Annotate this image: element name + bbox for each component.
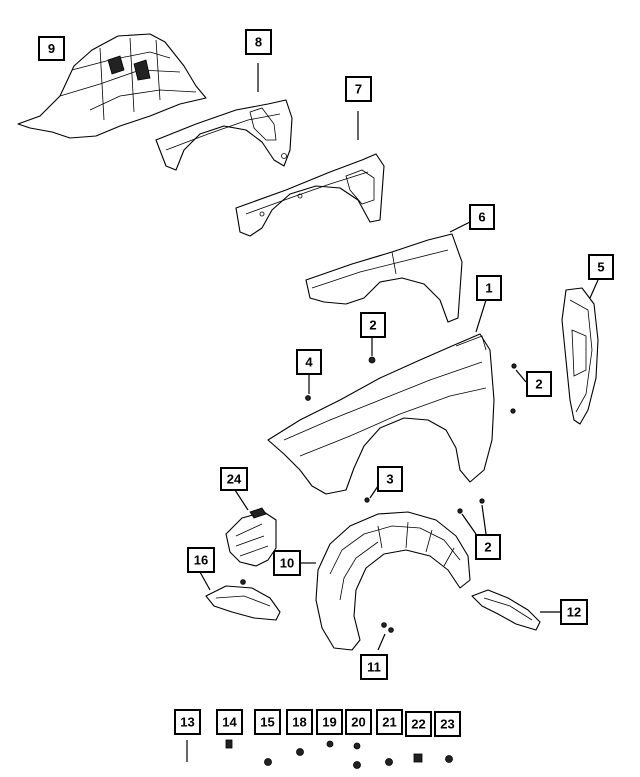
part-10-wheelhouse-liner[interactable] (315, 511, 471, 651)
callout-label-7: 7 (355, 82, 362, 97)
fastener-22[interactable] (413, 753, 423, 763)
fastener-15[interactable] (264, 758, 272, 766)
callout-label-22: 22 (411, 717, 425, 732)
leader-16 (199, 571, 211, 591)
callout-label-23: 23 (440, 717, 454, 732)
fastener-2-right-b[interactable] (510, 408, 516, 414)
callout-label-10: 10 (280, 556, 294, 571)
callout-label-2a: 2 (369, 318, 376, 333)
leader-6 (449, 221, 471, 233)
fastener-2-lower-b[interactable] (457, 508, 463, 514)
fastener-2-lower-a[interactable] (479, 498, 485, 504)
callout-box-21 (376, 709, 403, 735)
leader-2b (515, 369, 527, 383)
callout-box-12 (560, 599, 588, 625)
callout-box-5 (588, 254, 614, 280)
callout-box-20 (345, 709, 372, 735)
callout-box-2b (526, 371, 552, 397)
callout-box-24 (220, 467, 248, 491)
fastener-20-b[interactable] (353, 761, 361, 769)
callout-label-1: 1 (485, 281, 492, 296)
callout-box-19 (316, 709, 343, 735)
callout-label-18: 18 (292, 715, 306, 730)
part-7-lower-apron[interactable] (235, 153, 385, 237)
leader-11 (377, 633, 386, 651)
callout-box-9 (38, 36, 65, 61)
callout-label-4: 4 (305, 355, 313, 370)
callout-label-19: 19 (322, 715, 336, 730)
callout-box-10 (273, 550, 301, 576)
part-1-front-fender[interactable] (267, 333, 495, 495)
callout-box-8 (245, 29, 272, 55)
fastener-4[interactable] (305, 395, 311, 401)
callout-label-5: 5 (597, 260, 604, 275)
callout-label-13: 13 (180, 715, 194, 730)
callout-label-21: 21 (382, 715, 396, 730)
callout-box-22 (405, 711, 432, 737)
callout-label-6: 6 (478, 210, 485, 225)
callout-label-2b: 2 (535, 377, 542, 392)
callout-box-16 (187, 547, 215, 573)
fastener-11-a[interactable] (381, 622, 387, 628)
leader-2c (481, 504, 487, 535)
fastener-14[interactable] (225, 739, 233, 749)
part-9-inner-structure[interactable] (17, 33, 207, 139)
callout-label-3: 3 (386, 472, 393, 487)
callout-box-14 (216, 709, 243, 735)
callout-label-8: 8 (255, 35, 262, 50)
callout-label-11: 11 (367, 660, 381, 675)
part-6-fender-panel[interactable] (305, 233, 463, 323)
fastener-19[interactable] (326, 740, 334, 748)
callout-box-6 (469, 204, 495, 230)
fastener-2-right-a[interactable] (511, 363, 517, 369)
callout-box-2c (475, 534, 501, 560)
fastener-2-top[interactable] (368, 356, 376, 364)
callout-label-12: 12 (567, 605, 581, 620)
callout-label-24: 24 (227, 472, 242, 487)
callout-box-15 (254, 709, 281, 735)
part-5-side-shield[interactable] (561, 287, 599, 425)
callout-box-4 (296, 349, 322, 375)
fastener-21[interactable] (385, 758, 393, 766)
leader-1 (475, 299, 487, 333)
leader-5 (589, 279, 599, 299)
callout-box-1 (476, 275, 502, 301)
leader-24 (234, 489, 249, 511)
callout-label-2c: 2 (484, 540, 491, 555)
fastener-11-b[interactable] (388, 627, 394, 633)
callout-label-20: 20 (351, 715, 365, 730)
fastener-23[interactable] (445, 755, 453, 763)
callout-box-11 (360, 654, 388, 680)
callout-label-9: 9 (48, 41, 55, 56)
part-16-lower-bracket[interactable] (205, 579, 281, 621)
fastener-18[interactable] (296, 748, 304, 756)
callout-label-16: 16 (194, 553, 208, 568)
fastener-3[interactable] (364, 497, 370, 503)
callout-box-18 (286, 709, 313, 735)
leader-3 (369, 485, 379, 499)
callout-box-3 (377, 466, 403, 492)
part-24-bracket[interactable] (225, 507, 277, 567)
callout-label-14: 14 (222, 715, 237, 730)
callout-label-15: 15 (260, 715, 274, 730)
fastener-20-a[interactable] (353, 742, 361, 750)
leader-2c-b (461, 513, 477, 535)
part-12-splash-shield[interactable] (471, 589, 541, 631)
callout-box-23 (434, 711, 461, 737)
callout-box-13 (174, 709, 201, 735)
part-8-upper-apron[interactable] (155, 99, 293, 171)
callout-box-2a (360, 312, 386, 338)
callout-box-7 (345, 76, 372, 102)
